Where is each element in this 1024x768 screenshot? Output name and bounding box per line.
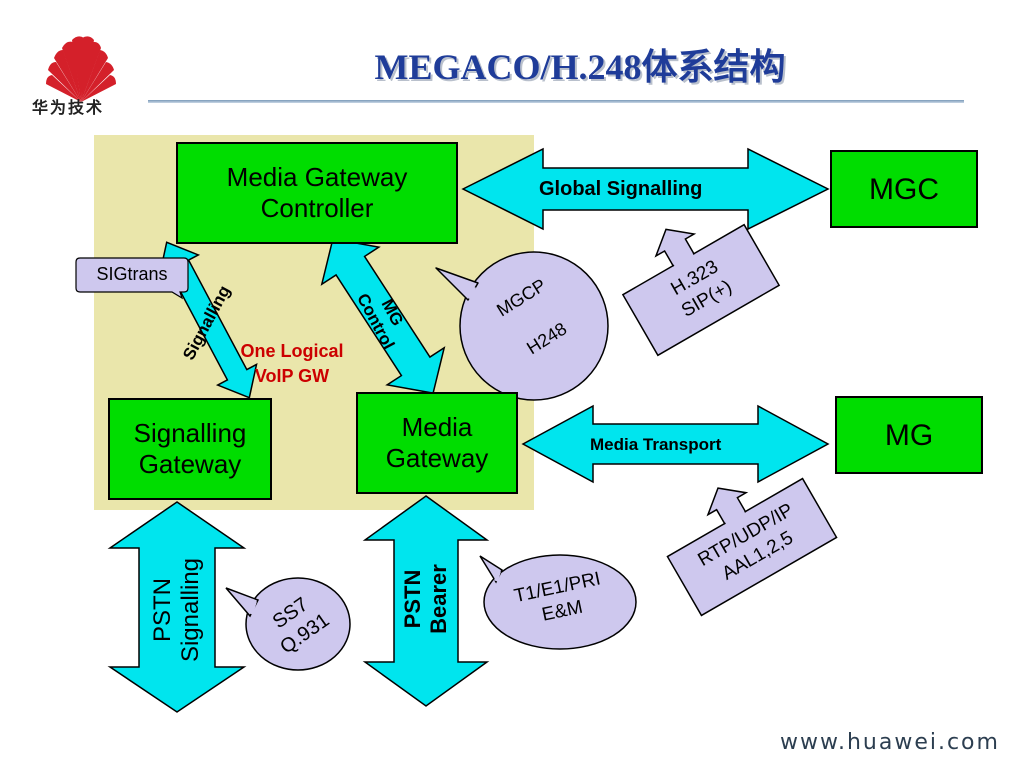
t1e1-callout-shape [483,554,637,650]
global-signalling-arrow [461,147,830,231]
pstn-bearer-label: PSTN Bearer [400,564,451,634]
pstn-bearer-arrow [362,495,490,707]
mgcp-h248-callout-shape [459,251,609,401]
ss7-callout-shape [245,577,351,671]
media-transport-label: Media Transport [590,435,722,454]
signalling-gateway-box: Signalling Gateway [108,398,272,500]
media-gateway-box: Media Gateway [356,392,518,494]
logical-voip-gw-label: One Logical VoIP GW [240,341,344,386]
mgc-box: MGC [830,150,978,228]
header-divider [148,100,964,103]
slide-title: MEGACO/H.248体系结构 [374,47,786,87]
pstn-signalling-arrow [107,501,247,713]
media-transport-arrow [521,404,830,484]
media-gateway-controller-box: Media Gateway Controller [176,142,458,244]
global-signalling-label: Global Signalling [539,178,703,200]
pstn-signalling-label: PSTN Signalling [149,557,204,663]
sigtrans-callout-shape [75,257,189,300]
mg-box: MG [835,396,983,474]
huawei-logo-icon [46,36,116,102]
sigtrans-text: SIGtrans [96,264,168,284]
logo-text: 华为技术 [32,98,105,117]
footer-url: www.huawei.com [780,730,1000,755]
